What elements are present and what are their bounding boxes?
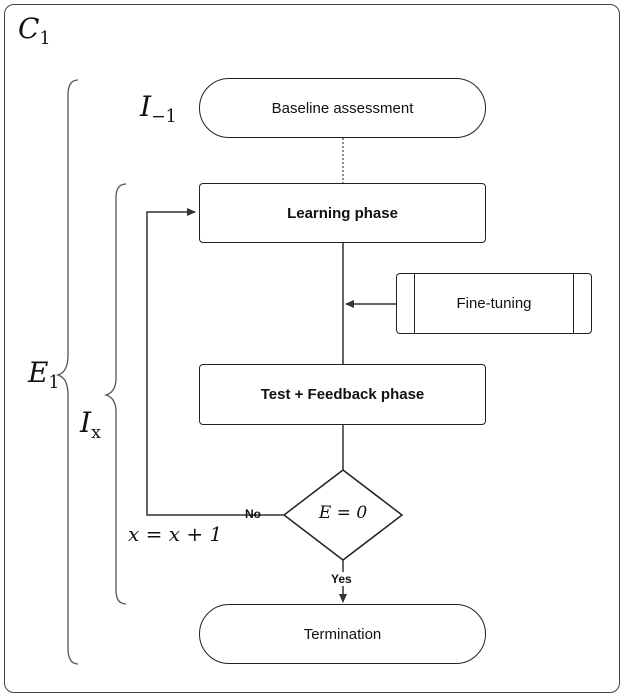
finetune-left-bar xyxy=(414,274,415,333)
label-ix: Ix xyxy=(80,406,101,443)
label-i-minus-1: I−1 xyxy=(140,90,177,127)
edge-label-yes: Yes xyxy=(331,572,352,586)
node-baseline-label: Baseline assessment xyxy=(271,99,414,117)
label-c1: C1 xyxy=(18,12,50,49)
finetune-right-bar xyxy=(573,274,574,333)
label-i-minus-1-var: I xyxy=(140,90,152,123)
label-ix-sub: x xyxy=(91,423,101,444)
node-learning-phase: Learning phase xyxy=(199,183,486,243)
label-e1-sub: 1 xyxy=(48,373,60,394)
label-i-minus-1-sub: −1 xyxy=(151,107,177,128)
label-e1-var: E xyxy=(28,356,49,389)
label-e1: E1 xyxy=(28,356,60,393)
label-c1-var: C xyxy=(18,12,40,45)
node-test-feedback-phase: Test + Feedback phase xyxy=(199,364,486,425)
node-termination: Termination xyxy=(199,604,486,664)
node-baseline-assessment: Baseline assessment xyxy=(199,78,486,138)
node-fine-tuning: Fine-tuning xyxy=(396,273,592,334)
node-test-label: Test + Feedback phase xyxy=(260,386,425,403)
node-learning-label: Learning phase xyxy=(287,204,398,222)
brace-ix xyxy=(103,183,127,605)
node-termination-label: Termination xyxy=(303,625,382,643)
edge-label-increment: x = x + 1 xyxy=(128,522,223,546)
edge-no-loop xyxy=(146,208,264,516)
decision-label: E = 0 xyxy=(318,503,368,523)
label-ix-var: I xyxy=(80,406,92,439)
outer-frame xyxy=(4,4,620,693)
label-c1-sub: 1 xyxy=(39,29,51,50)
edge-label-no: No xyxy=(245,507,261,521)
brace-e1 xyxy=(55,79,79,665)
node-finetune-label: Fine-tuning xyxy=(456,295,532,312)
